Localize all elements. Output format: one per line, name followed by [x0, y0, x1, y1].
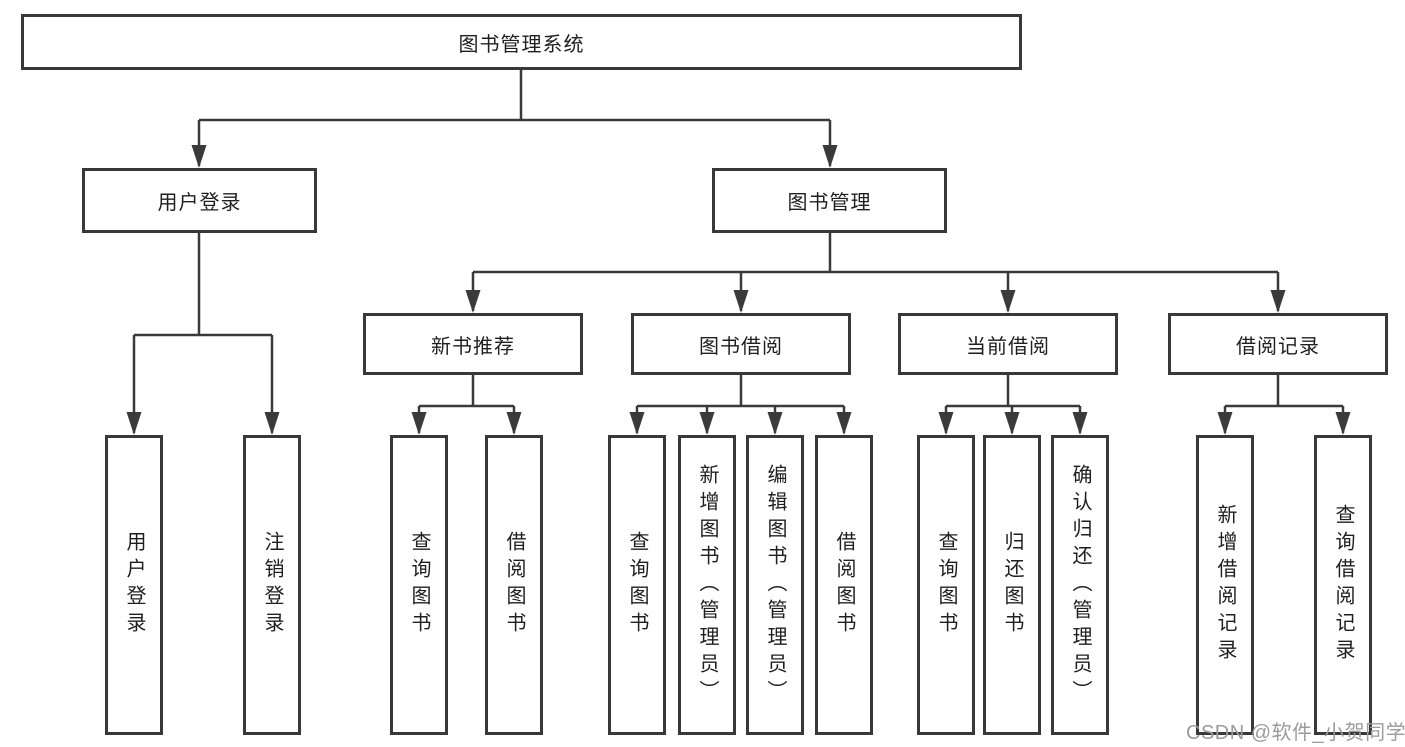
- leaf-label: 用户登录: [123, 531, 145, 639]
- node-label: 借阅记录: [1236, 335, 1320, 358]
- leaf-borrow-book-2: 借阅图书: [815, 435, 873, 735]
- leaf-query-borrow-record: 查询借阅记录: [1314, 435, 1372, 735]
- node-label: 图书借阅: [699, 335, 783, 358]
- leaf-label: 查询图书: [408, 531, 430, 639]
- node-label: 图书管理: [787, 192, 872, 214]
- node-label: 新书推荐: [431, 335, 515, 358]
- leaf-edit-book-admin: 编辑图书（管理员）: [746, 435, 804, 735]
- leaf-query-book-3: 查询图书: [917, 435, 975, 735]
- leaf-query-book-2: 查询图书: [608, 435, 666, 735]
- arrowhead-icons: [126, 145, 1351, 435]
- csdn-watermark: CSDN @软件_小贺同学: [1186, 722, 1405, 744]
- node-label: 当前借阅: [966, 335, 1050, 358]
- node-label: 用户登录: [157, 192, 242, 214]
- node-user-login: 用户登录: [82, 168, 317, 233]
- leaf-label: 确认归还（管理员）: [1069, 463, 1091, 707]
- leaf-label: 查询图书: [626, 531, 648, 639]
- leaf-return-book: 归还图书: [983, 435, 1041, 735]
- leaf-query-book-1: 查询图书: [390, 435, 448, 735]
- node-current-borrow: 当前借阅: [898, 313, 1118, 375]
- node-borrow-record: 借阅记录: [1168, 313, 1388, 375]
- leaf-label: 借阅图书: [503, 531, 525, 639]
- leaf-add-book-admin: 新增图书（管理员）: [678, 435, 736, 735]
- leaf-label: 新增借阅记录: [1214, 504, 1236, 666]
- leaf-logout: 注销登录: [243, 435, 301, 735]
- leaf-confirm-return-admin: 确认归还（管理员）: [1051, 435, 1109, 735]
- leaf-label: 借阅图书: [833, 531, 855, 639]
- leaf-label: 编辑图书（管理员）: [764, 463, 786, 707]
- leaf-label: 新增图书（管理员）: [696, 463, 718, 707]
- leaf-label: 归还图书: [1001, 531, 1023, 639]
- node-book-borrow: 图书借阅: [631, 313, 851, 375]
- node-label: 图书管理系统: [458, 33, 585, 56]
- leaf-borrow-book-1: 借阅图书: [485, 435, 543, 735]
- node-new-book-recommend: 新书推荐: [363, 313, 583, 375]
- leaf-user-login: 用户登录: [105, 435, 163, 735]
- leaf-label: 注销登录: [261, 531, 283, 639]
- leaf-add-borrow-record: 新增借阅记录: [1196, 435, 1254, 735]
- node-library-management-system: 图书管理系统: [21, 14, 1022, 70]
- leaf-label: 查询借阅记录: [1332, 504, 1354, 666]
- node-book-management: 图书管理: [712, 168, 947, 233]
- leaf-label: 查询图书: [935, 531, 957, 639]
